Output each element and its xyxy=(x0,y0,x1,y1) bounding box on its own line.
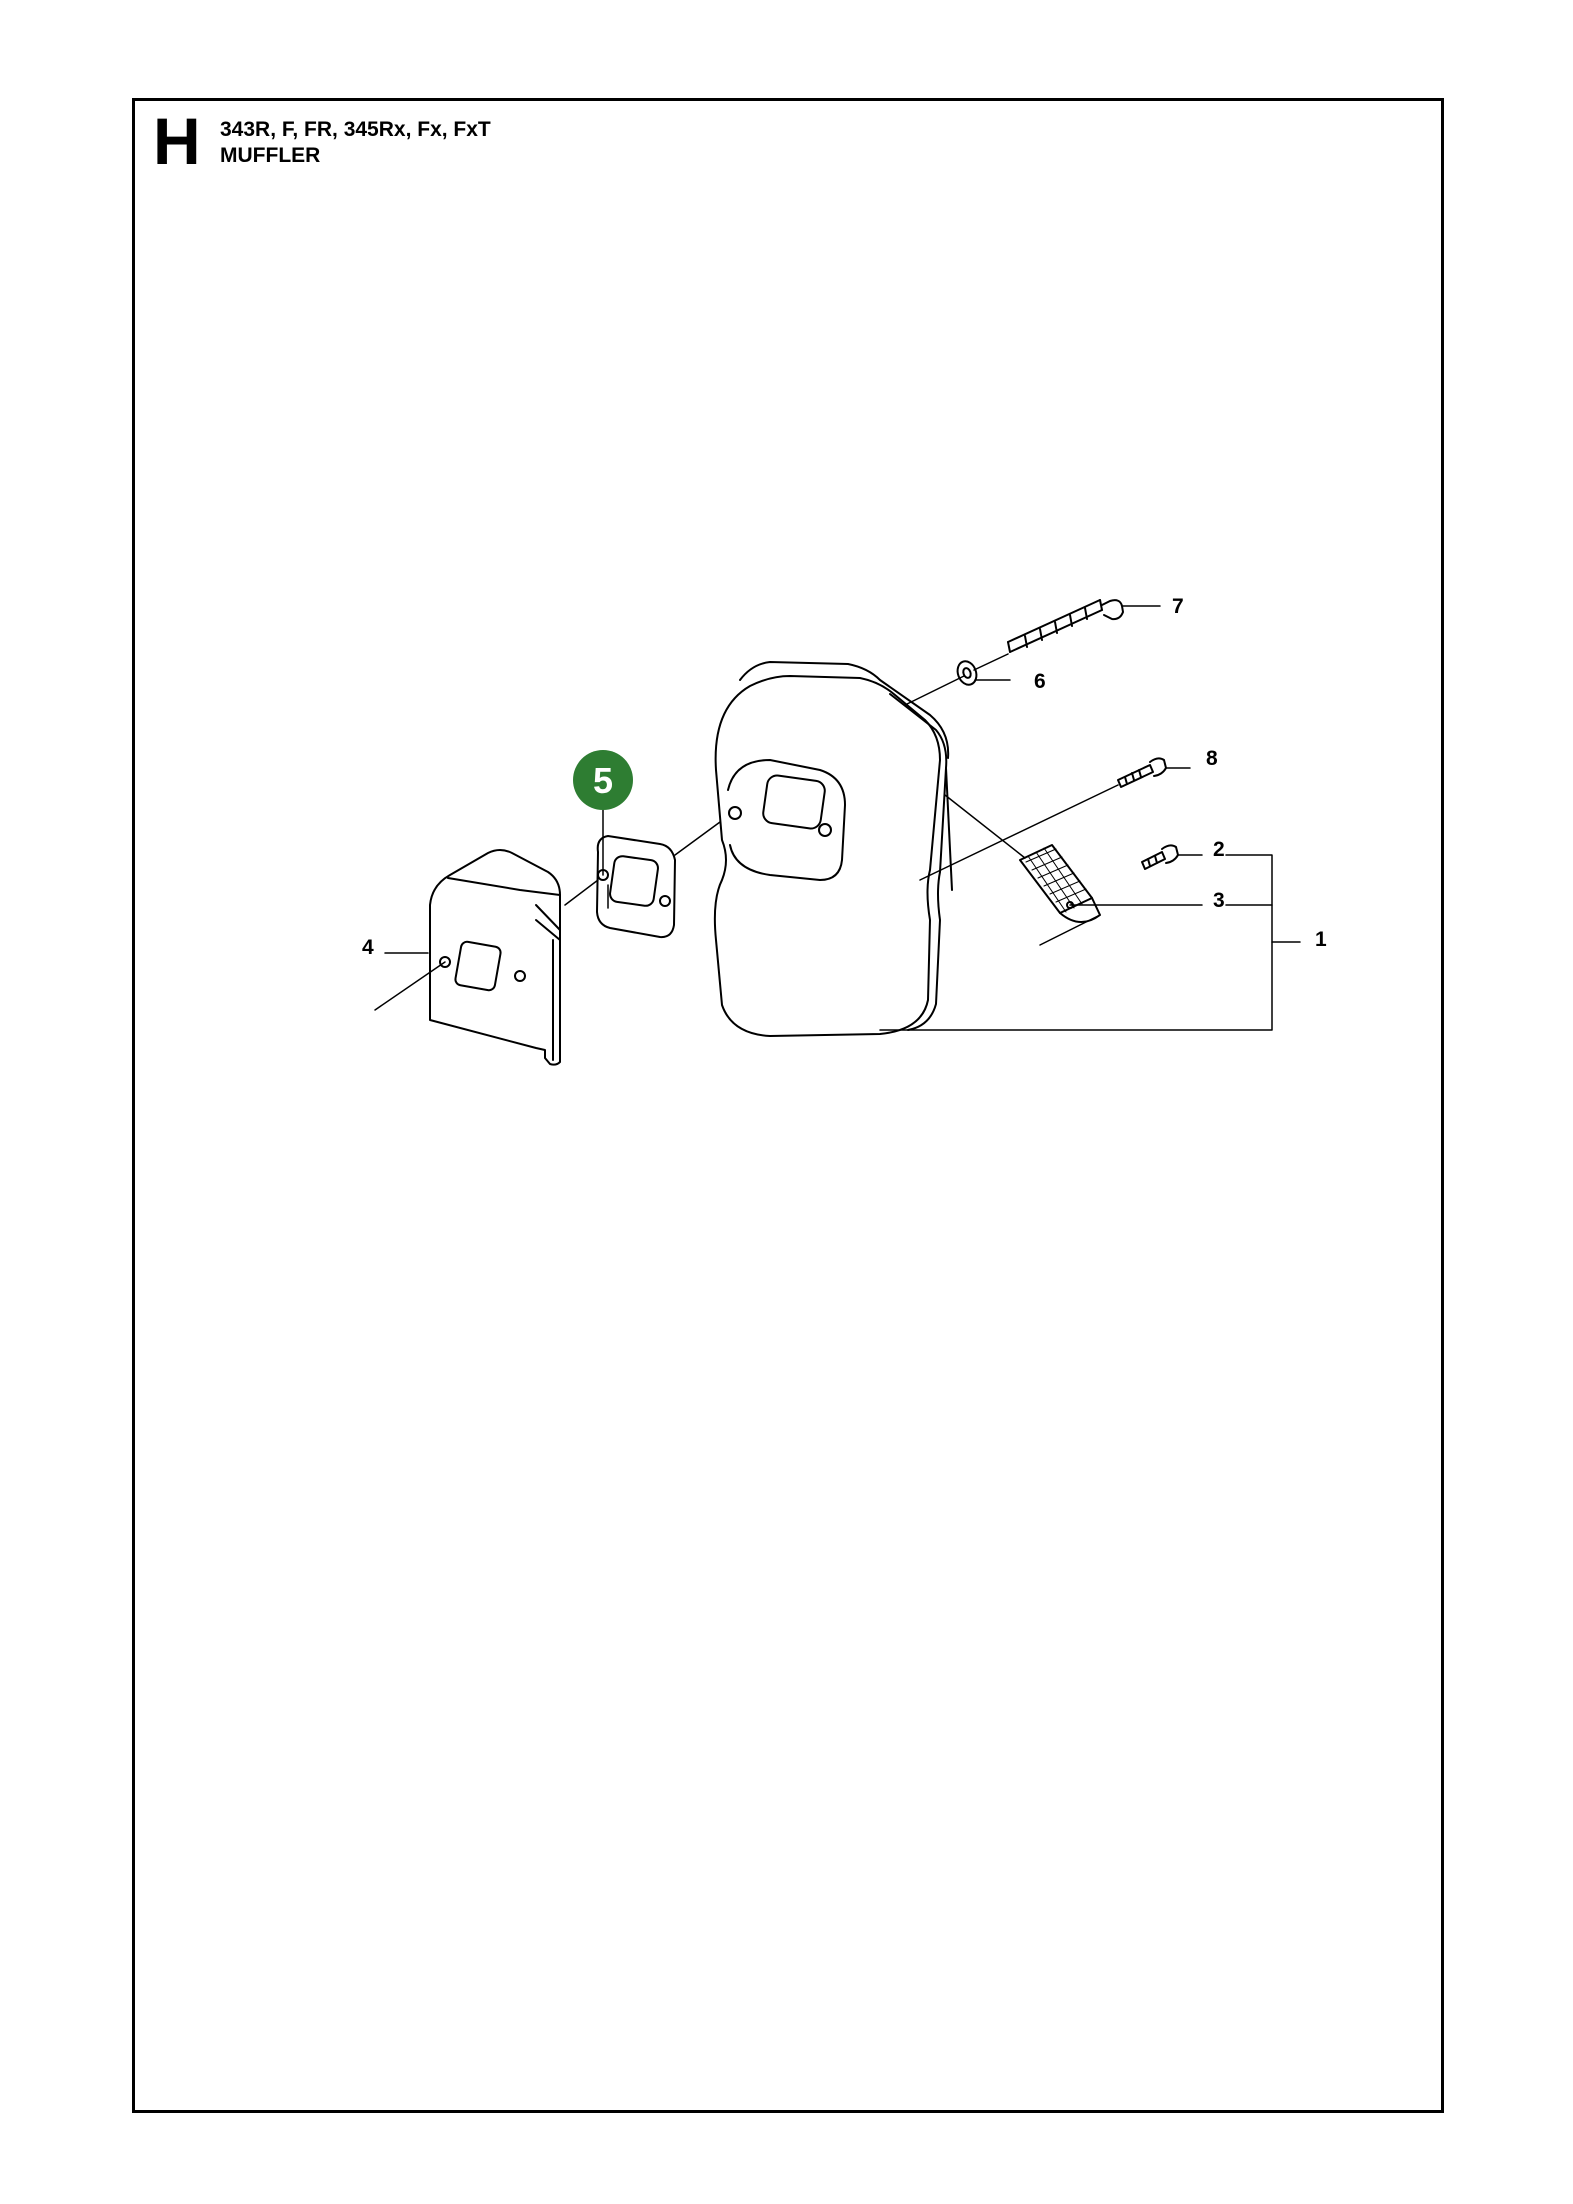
callout-8: 8 xyxy=(1206,747,1218,770)
muffler-body-part xyxy=(713,661,953,1037)
model-list: 343R, F, FR, 345Rx, Fx, FxT xyxy=(220,118,491,141)
screw-2-part xyxy=(1141,844,1179,870)
highlight-number: 5 xyxy=(593,760,613,801)
callout-3: 3 xyxy=(1213,889,1225,912)
spark-screen-part xyxy=(1019,844,1101,923)
callout-4: 4 xyxy=(362,936,374,959)
callout-1: 1 xyxy=(1315,928,1327,951)
long-bolt-part xyxy=(1007,599,1124,653)
callout-7: 7 xyxy=(1172,595,1184,618)
screw-8-part xyxy=(1117,757,1167,788)
page-title: MUFFLER xyxy=(220,144,321,167)
washer-part xyxy=(956,660,978,686)
page-frame xyxy=(132,98,1444,2113)
callout-2: 2 xyxy=(1213,838,1225,861)
assembly-lines xyxy=(374,605,1301,1031)
highlight-callout-5: 5 xyxy=(573,750,633,810)
section-letter: H xyxy=(153,104,201,178)
callout-6: 6 xyxy=(1034,670,1046,693)
cover-plate-part xyxy=(429,849,561,1066)
